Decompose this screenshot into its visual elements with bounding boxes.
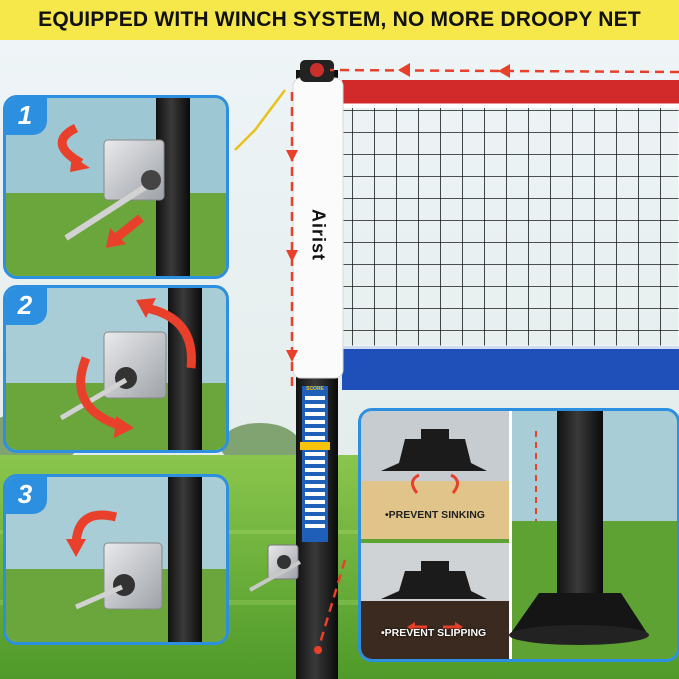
base-detail-image <box>361 411 677 659</box>
step-number: 2 <box>17 289 33 320</box>
base-detail-panel: •PREVENT SINKING •PREVENT SLIPPING <box>358 408 679 662</box>
step-number: 1 <box>17 99 33 130</box>
brand-logo: Airist <box>298 145 338 325</box>
brand-name: Airist <box>308 208 329 262</box>
step-number: 3 <box>17 478 33 509</box>
prevent-slipping-label: •PREVENT SLIPPING <box>381 627 487 639</box>
net-mesh <box>342 104 679 346</box>
step-badge-3: 3 <box>6 477 47 514</box>
headline-text: EQUIPPED WITH WINCH SYSTEM, NO MORE DROO… <box>38 8 641 31</box>
net-top-tape <box>342 80 679 104</box>
step-panel-2: 2 <box>3 285 229 453</box>
net-bottom-tape <box>342 346 679 390</box>
step-badge-1: 1 <box>6 98 47 135</box>
prevent-sinking-label: •PREVENT SINKING <box>385 509 485 521</box>
headline-banner: EQUIPPED WITH WINCH SYSTEM, NO MORE DROO… <box>0 0 679 40</box>
step-badge-2: 2 <box>6 288 47 325</box>
step-panel-3: 3 <box>3 474 229 645</box>
step-panel-1: 1 <box>3 95 229 279</box>
score-strip-label: SCORE <box>306 386 324 392</box>
